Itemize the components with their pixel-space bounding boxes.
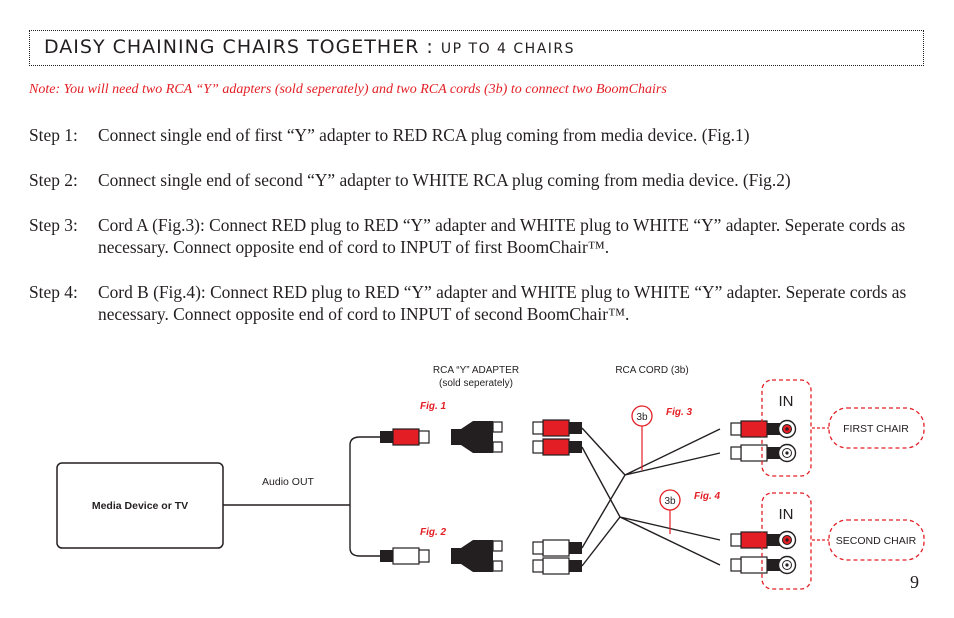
page-number: 9 [910, 572, 919, 592]
cord-b-badge [659, 489, 681, 511]
first-chair-label: FIRST CHAIR [843, 423, 909, 435]
fig4-label: Fig. 4 [694, 491, 721, 502]
title-main: DAISY CHAINING CHAIRS TOGETHER : [44, 36, 441, 58]
white-plug-first-chair [730, 444, 781, 462]
step-label: Step 3: [29, 215, 78, 235]
step-text: Connect single end of second “Y” adapter… [98, 170, 791, 190]
cord-b-badge-text: 3b [664, 496, 676, 507]
note-text: Note: You will need two RCA “Y” adapters… [29, 82, 667, 97]
white-plug-cord-a [532, 539, 583, 557]
second-chair-input-panel [761, 492, 812, 590]
y-adapter-top [450, 420, 503, 454]
fig3-label: Fig. 3 [666, 407, 693, 418]
red-plug-cord-b [532, 438, 583, 456]
step-label: Step 2: [29, 170, 78, 190]
rca-jacks [777, 419, 797, 575]
red-plug-fig1 [379, 428, 430, 446]
first-chair-callout [828, 407, 925, 449]
step-text: Cord A (Fig.3): Connect RED plug to RED … [98, 215, 906, 257]
title-box: DAISY CHAINING CHAIRS TOGETHER : UP TO 4… [29, 30, 924, 66]
adapter-sublabel: (sold seperately) [439, 378, 513, 389]
y-adapter-bottom [450, 539, 503, 573]
first-chair-input-panel [761, 379, 812, 477]
second-chair-callout [828, 519, 925, 561]
second-chair-label: SECOND CHAIR [836, 535, 917, 547]
red-plug-first-chair [730, 420, 781, 438]
fig1-label: Fig. 1 [420, 401, 447, 412]
step-label: Step 4: [29, 282, 78, 302]
cord-label: RCA CORD (3b) [615, 365, 688, 376]
red-plug-cord-a [532, 419, 583, 437]
in-label-top: IN [779, 393, 794, 410]
audio-out-label: Audio OUT [262, 476, 315, 488]
white-plug-fig2 [379, 547, 430, 565]
step-text: Cord B (Fig.4): Connect RED plug to RED … [98, 282, 907, 324]
step-text: Connect single end of first “Y” adapter … [98, 125, 750, 145]
in-label-bottom: IN [779, 506, 794, 523]
page-title: DAISY CHAINING CHAIRS TOGETHER : UP TO 4… [44, 36, 575, 58]
media-device-label: Media Device or TV [92, 500, 188, 512]
white-plug-cord-b [532, 557, 583, 575]
step-label: Step 1: [29, 125, 78, 145]
cord-a-badge [631, 405, 653, 427]
white-plug-second-chair [730, 556, 781, 574]
fig2-label: Fig. 2 [420, 527, 447, 538]
adapter-label: RCA “Y” ADAPTER [433, 365, 519, 376]
red-plug-second-chair [730, 531, 781, 549]
title-sub: UP TO 4 CHAIRS [440, 41, 576, 57]
output-cable [223, 436, 382, 557]
cord-wires [581, 427, 721, 567]
cord-a-badge-text: 3b [636, 412, 648, 423]
